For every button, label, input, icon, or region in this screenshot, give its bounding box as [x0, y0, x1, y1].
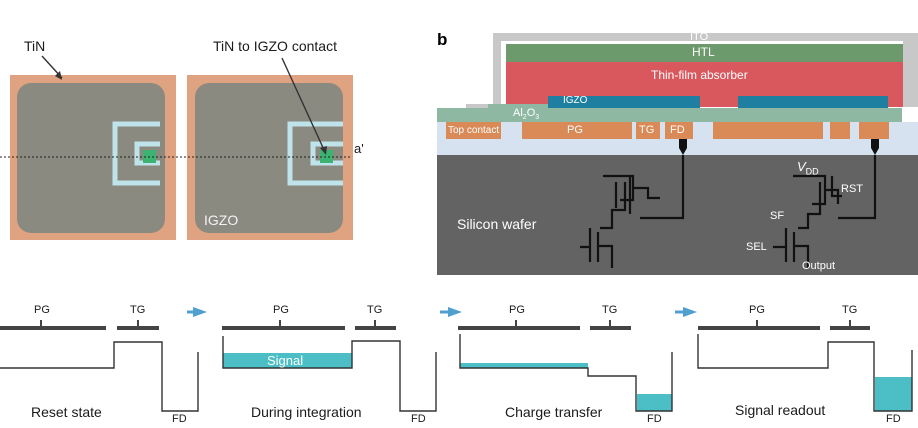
fd-label: FD — [411, 413, 426, 425]
fd-via-left — [679, 139, 687, 155]
contact-square-right — [320, 150, 333, 163]
igzo-region-left — [17, 83, 165, 233]
output-label: Output — [802, 260, 836, 272]
pg-label: PG — [273, 304, 289, 316]
pg-electrode — [522, 122, 632, 139]
al2o3-bump — [488, 104, 548, 108]
pg-layer-label: PG — [567, 124, 583, 136]
fd-electrode-2 — [859, 122, 889, 139]
top-contact-label: Top contact — [448, 125, 500, 136]
pg-electrode-2 — [713, 122, 823, 139]
igzo-layer-label: IGZO — [563, 95, 588, 106]
contact-label: TiN to IGZO contact — [213, 38, 337, 54]
fd-label: FD — [886, 413, 901, 425]
stage-transfer — [458, 320, 673, 412]
stage-caption: During integration — [251, 404, 362, 420]
igzo-label: IGZO — [204, 212, 239, 228]
htl-label: HTL — [692, 45, 715, 59]
tg-electrode — [636, 122, 660, 139]
contact-arrow — [281, 57, 326, 153]
panel-c — [0, 307, 913, 412]
pg-label: PG — [509, 304, 525, 316]
sel-label: SEL — [746, 241, 767, 253]
tg-electrode-2 — [830, 122, 850, 139]
htl-layer — [506, 44, 903, 62]
fd-electrode — [665, 122, 693, 139]
stage-caption: Reset state — [31, 404, 102, 420]
signal-label: Signal — [267, 353, 304, 368]
vdd-label: VDD — [797, 159, 819, 177]
al2o3-label: Al2O3 — [513, 107, 540, 122]
tg-label: TG — [130, 304, 146, 316]
flow-arrow-icon-2 — [448, 307, 462, 317]
silicon-label: Silicon wafer — [457, 216, 537, 232]
signal-charge — [223, 353, 352, 368]
tin-label: TiN — [24, 38, 46, 54]
sf-label: SF — [770, 210, 785, 222]
stage-caption: Charge transfer — [505, 404, 603, 420]
flow-arrow-icon-3 — [683, 307, 697, 317]
tg-layer-label: TG — [639, 124, 655, 136]
absorber-label: Thin-film absorber — [651, 68, 748, 82]
flow-arrow-icon — [193, 307, 207, 317]
fd-label: FD — [647, 413, 662, 425]
a-prime-label: a' — [354, 141, 364, 156]
readout-circuit-left — [580, 155, 685, 268]
tg-label: TG — [367, 304, 383, 316]
readout-circuit-right — [773, 155, 877, 268]
stage-readout — [697, 320, 913, 412]
panel-a — [0, 55, 353, 240]
rst-label: RST — [841, 183, 863, 195]
fd-via-right — [871, 139, 879, 155]
stage-integration — [222, 320, 437, 412]
potential-profile — [0, 341, 199, 412]
igzo-region-right — [195, 83, 343, 233]
pg-label: PG — [34, 304, 50, 316]
ito-label: ITO — [690, 31, 709, 43]
al2o3-layer — [437, 108, 902, 122]
stage-caption: Signal readout — [735, 402, 826, 418]
fd-label: FD — [172, 413, 187, 425]
panel-b-letter: b — [437, 30, 448, 49]
panel-b — [437, 33, 918, 275]
fd-layer-label: FD — [670, 124, 685, 136]
contact-arrowhead-icon — [320, 146, 327, 155]
top-contact-pad — [446, 122, 501, 139]
silicon-wafer — [437, 155, 918, 275]
tin-arrowhead-icon — [55, 71, 62, 80]
pg-label: PG — [749, 304, 765, 316]
tg-label: TG — [602, 304, 618, 316]
tg-label: TG — [842, 304, 858, 316]
stage-reset — [0, 320, 199, 412]
